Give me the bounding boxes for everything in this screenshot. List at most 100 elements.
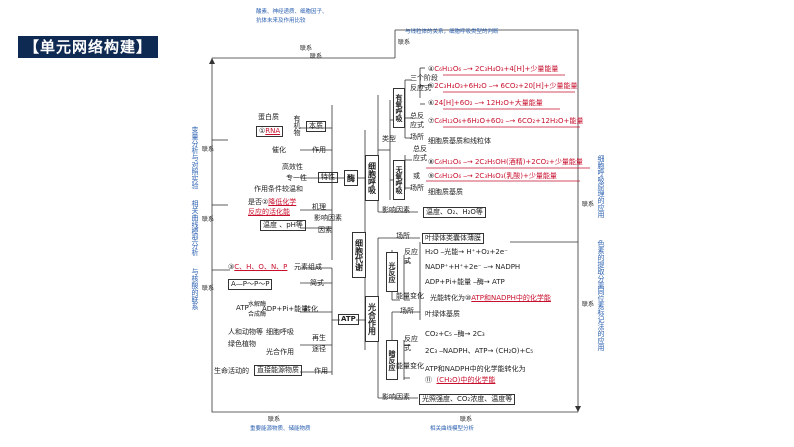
enzyme-specific: 专一性: [286, 174, 307, 182]
resp-total-2: 总反: [413, 145, 427, 153]
cell-metabolism-box: 细胞代谢: [352, 232, 366, 278]
photo-light-place-box: 叶绿体类囊体薄膜: [422, 233, 484, 244]
right-note-2: 色素的提取分离: [597, 240, 605, 289]
enzyme-factors-2: 因素: [318, 226, 332, 234]
enzyme-rna-answer: RNA: [265, 127, 281, 135]
enzyme-mild: 作用条件较温和: [254, 185, 303, 193]
photo-energy: 能量变化: [396, 292, 424, 300]
enzyme-organic: 有机物: [293, 115, 301, 136]
atp-regen-2: 途径: [312, 345, 326, 353]
right-link-3: 联系: [582, 301, 595, 308]
photo-eq-l1: H₂O ⎯光能→ H⁺+O₂+2e⁻: [425, 248, 508, 256]
atp-resp: 细胞呼吸: [266, 328, 294, 336]
enzyme-nature-box: 本质: [306, 121, 326, 132]
top-link-2: 联系: [310, 53, 323, 60]
resp-eq6: ⑥24[H]+6O₂ ⎯→ 12H₂O+大量能量: [428, 99, 543, 108]
photo-energy-l: 光能转化为⑩ATP和NADPH中的化学能: [430, 294, 551, 303]
left-note-3: 与核酸的联系: [191, 268, 199, 310]
atp-label-left: ATP: [236, 304, 249, 312]
enzyme-func: 作用: [312, 146, 326, 154]
resp-factors-box: 温度、O₂、H₂O等: [423, 207, 486, 218]
photo-energy-d1: ATP和NADPH中的化学能转化为: [425, 365, 526, 373]
photo-place-2: 场所: [400, 307, 414, 315]
resp-react-2: 应式: [413, 154, 427, 162]
enzyme-protein: 蛋白质: [258, 113, 279, 121]
num-6: ⑥: [428, 99, 435, 107]
enzyme-factors: 影响因素: [314, 214, 342, 222]
atp-photo: 光合作用: [266, 348, 294, 356]
num-9: ⑨: [428, 172, 435, 180]
photo-dark-place: 叶绿体基质: [425, 310, 460, 318]
top-note-3: 与线粒体的关系，细胞呼吸类型的判断: [405, 29, 499, 35]
resp-eq9: ⑨C₆H₁₂O₆ ⎯→ 2C₃H₆O₃(乳酸)+少量能量: [428, 172, 557, 181]
resp-or: 或: [413, 172, 420, 180]
dark-reaction-box: 暗反应: [386, 340, 398, 380]
photo-eq-d2: 2C₃ ⎯NADPH、ATP→ (CH₂O)+C₅: [425, 347, 534, 355]
enzyme-factors-box: 温度 、pH等: [260, 220, 306, 231]
num-3: ③: [228, 263, 235, 271]
enzyme-property-box: 特性: [318, 172, 338, 183]
resp-eq8: ⑧C₆H₁₂O₆ ⎯→ 2C₂H₅OH(酒精)+2CO₂+少量能量: [428, 158, 583, 167]
top-link-3: 联系: [398, 39, 411, 46]
photo-energy-2: 能量变化: [396, 362, 424, 370]
photo-eq-d1: CO₂+C₅ ⎯酶→ 2C₃: [425, 330, 485, 338]
resp-eq5: ⑤2C₃H₄O₃+6H₂O ⎯→ 6CO₂+20[H]+少量能量: [428, 82, 578, 91]
atp-struct: 简式: [310, 279, 324, 287]
photo-factors-box: 光照强度、CO₂浓度、温度等: [419, 394, 516, 405]
atp-direct-box: 直接能源物质: [254, 365, 302, 376]
num-4: ④: [428, 65, 435, 73]
resp-eq4-answer: C₆H₁₂O₆ ⎯→ 2C₃H₄O₃+4[H]+少量能量: [434, 65, 559, 73]
anaerobic-box: 无氧呼吸: [393, 160, 405, 200]
aerobic-box: 有氧呼吸: [393, 88, 405, 128]
top-note-1: 酸素、神经递质、细胞因子、: [256, 9, 328, 15]
atp-life: 生命活动的: [214, 367, 249, 375]
num-8: ⑧: [428, 158, 435, 166]
bottom-link-1: 联系: [268, 416, 281, 423]
photo-factors: 影响因素: [382, 393, 410, 401]
num-7: ⑦: [428, 117, 435, 125]
photo-energy-l-pre: 光能转化为⑩: [430, 294, 472, 302]
atp-humans: 人和动物等: [228, 328, 263, 336]
enzyme-proof-answer-1: 降低化学: [268, 198, 297, 206]
atp-elements-label: 元素组成: [294, 263, 322, 271]
atp-act: 作用: [314, 367, 328, 375]
resp-three: 三个阶段: [410, 74, 438, 82]
bottom-link-2: 联系: [460, 416, 473, 423]
top-link-1: 联系: [300, 45, 313, 52]
resp-eq8-answer: C₆H₁₂O₆ ⎯→ 2C₂H₅OH(酒精)+2CO₂+少量能量: [434, 158, 583, 166]
right-note-1: 细胞呼吸原理的应用: [597, 155, 605, 218]
atp-title-box: ATP: [338, 314, 359, 325]
num-1: ①: [259, 127, 266, 135]
section-banner: 【单元网络构建】: [18, 36, 159, 58]
resp-factors: 影响因素: [382, 206, 410, 214]
atp-equation: ADP+Pi+能量: [262, 305, 309, 313]
atp-struct-box: A—P～P～P: [228, 279, 273, 290]
photo-react: 反应式: [404, 248, 418, 265]
right-link-1: 联系: [582, 201, 595, 208]
atp-synthase: 合成酶: [248, 311, 267, 318]
resp-react: 反应式: [410, 84, 431, 92]
right-note-3: 同位素标记法的应用: [597, 288, 605, 351]
enzyme-proof-pre: 是否②: [248, 198, 269, 206]
enzyme-catalysis: 催化: [272, 146, 286, 154]
enzyme-proof: 是否②降低化学: [248, 198, 296, 207]
photo-eq-l2: NADP⁺+H⁺+2e⁻ ⎯→ NADPH: [425, 263, 521, 271]
resp-eq4: ④C₆H₁₂O₆ ⎯→ 2C₃H₄O₃+4[H]+少量能量: [428, 65, 558, 74]
top-note-2: 抗体未来及作用比较: [256, 18, 306, 24]
bottom-note-1: 重要能源物质、储能物质: [250, 426, 311, 432]
bottom-note-2: 相关曲线模型分析: [430, 426, 475, 432]
photosynthesis-box: 光合作用: [365, 296, 379, 342]
resp-eq9-answer: C₆H₁₂O₆ ⎯→ 2C₃H₆O₃(乳酸)+少量能量: [434, 172, 557, 180]
resp-type: 类型: [382, 135, 396, 143]
left-link-1: 联系: [202, 146, 215, 153]
left-link-2: 联系: [202, 216, 215, 223]
resp-eq5-answer: 2C₃H₄O₃+6H₂O ⎯→ 6CO₂+20[H]+少量能量: [434, 82, 578, 90]
cell-respiration-box: 细胞呼吸: [365, 155, 379, 201]
resp-place: 场所: [410, 133, 424, 141]
resp-eq7-answer: C₆H₁₂O₆+6H₂O+6O₂ ⎯→ 6CO₂+12H₂O+能量: [434, 117, 584, 125]
resp-place-2: 场所: [410, 184, 424, 192]
atp-elements: ③C、H、O、N、P: [228, 263, 287, 272]
resp-eq7: ⑦C₆H₁₂O₆+6H₂O+6O₂ ⎯→ 6CO₂+12H₂O+能量: [428, 117, 583, 126]
left-note-1: 变量分析与对照实验: [191, 126, 199, 189]
